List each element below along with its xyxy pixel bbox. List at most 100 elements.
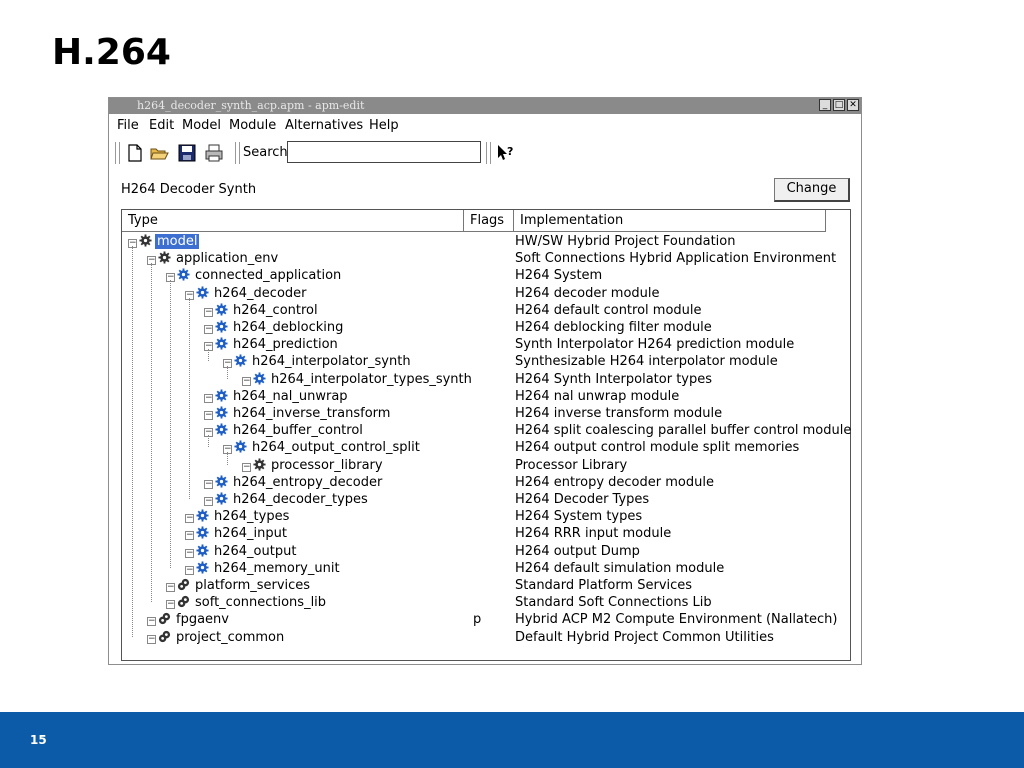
tree-node[interactable]: −h264_decoder [185, 285, 309, 302]
tree-node[interactable]: −h264_deblocking [204, 319, 345, 336]
menu-help[interactable]: Help [369, 118, 399, 133]
collapse-toggle-icon[interactable]: − [185, 530, 194, 541]
collapse-toggle-icon[interactable]: − [204, 324, 213, 334]
context-help-icon[interactable]: ? [495, 143, 515, 163]
menu-file[interactable]: File [117, 118, 139, 133]
collapse-toggle-icon[interactable]: − [185, 513, 194, 524]
save-disk-icon[interactable] [177, 143, 197, 163]
tree-node-label: h264_interpolator_synth [252, 354, 411, 370]
project-label: H264 Decoder Synth [121, 182, 257, 197]
tree-row-implementation: Standard Soft Connections Lib [515, 595, 712, 611]
window-titlebar[interactable]: h264_decoder_synth_acp.apm - apm-edit _ … [109, 98, 861, 114]
module-gear-icon [177, 268, 193, 283]
tree-node[interactable]: −h264_memory_unit [185, 560, 342, 577]
minimize-button[interactable]: _ [819, 99, 831, 111]
tree-node[interactable]: −h264_decoder_types [204, 491, 370, 508]
close-button[interactable]: ✕ [847, 99, 859, 111]
module-gear-icon [234, 440, 250, 455]
menu-alternatives[interactable]: Alternatives [285, 118, 364, 133]
tree-node[interactable]: −h264_input [185, 525, 289, 542]
collapse-toggle-icon[interactable]: − [204, 496, 213, 506]
tree-row-implementation: Hybrid ACP M2 Compute Environment (Nalla… [515, 612, 838, 628]
new-file-icon[interactable] [125, 143, 145, 163]
toolbar-grip-help[interactable] [486, 142, 491, 164]
tree-row-implementation: H264 Decoder Types [515, 492, 650, 507]
tree-row[interactable]: −soft_connections_lib Standard Soft Conne… [122, 594, 850, 611]
column-header-type[interactable]: Type [122, 210, 464, 232]
tree-node[interactable]: −connected_application [166, 267, 343, 284]
tree-node[interactable]: −h264_control [204, 302, 320, 319]
collapse-toggle-icon[interactable]: − [204, 392, 213, 403]
toolbar-grip[interactable] [115, 142, 120, 164]
module-gear-icon [196, 509, 212, 524]
menu-edit[interactable]: Edit [149, 118, 175, 133]
tree-node[interactable]: −fpgaenv [147, 611, 231, 628]
collapse-toggle-icon[interactable]: − [204, 410, 213, 420]
collapse-toggle-icon[interactable]: − [185, 564, 194, 575]
module-gear-icon [253, 458, 269, 473]
menu-model[interactable]: Model [182, 118, 222, 133]
column-header-implementation[interactable]: Implementation [514, 210, 826, 232]
column-header-flags[interactable]: Flags [464, 210, 514, 232]
collapse-toggle-icon[interactable]: − [185, 547, 194, 558]
collapse-toggle-icon[interactable]: − [242, 375, 251, 386]
collapse-toggle-icon[interactable]: − [166, 582, 175, 592]
collapse-toggle-icon[interactable]: − [204, 306, 213, 317]
tree-node[interactable]: −project_common [147, 629, 286, 646]
search-label: Search [243, 145, 288, 160]
tree-node[interactable]: −processor_library [242, 457, 385, 474]
maximize-button[interactable]: □ [833, 99, 845, 111]
open-folder-icon[interactable] [149, 143, 169, 163]
tree-node[interactable]: −h264_output [185, 543, 298, 560]
collapse-toggle-icon[interactable]: − [204, 478, 213, 489]
collapse-toggle-icon[interactable]: − [242, 461, 251, 472]
collapse-toggle-icon[interactable]: − [147, 616, 156, 627]
menu-bar: File Edit Model Module Alternatives Help [109, 116, 861, 136]
toolbar-grip-search[interactable] [235, 142, 240, 164]
tree-node[interactable]: −soft_connections_lib [166, 594, 328, 611]
tree-node[interactable]: −h264_nal_unwrap [204, 388, 350, 405]
tree-node[interactable]: −h264_output_control_split [223, 439, 422, 456]
tree-node[interactable]: −h264_prediction [204, 336, 340, 353]
tree-node[interactable]: −application_env [147, 250, 280, 267]
collapse-toggle-icon[interactable]: − [166, 599, 175, 610]
menu-module[interactable]: Module [229, 118, 277, 133]
tree-node[interactable]: −h264_entropy_decoder [204, 474, 384, 491]
module-gear-icon [215, 389, 231, 404]
tree-node[interactable]: −platform_services [166, 577, 312, 594]
tree-node[interactable]: −h264_interpolator_synth [223, 353, 413, 370]
tree-row[interactable]: −h264_decoder_types H264 Decoder Types [122, 491, 850, 508]
print-icon[interactable] [204, 143, 224, 163]
tree-node[interactable]: −model [128, 233, 200, 250]
tree-node[interactable]: −h264_types [185, 508, 291, 525]
tree-node[interactable]: −h264_inverse_transform [204, 405, 392, 422]
collapse-toggle-icon[interactable]: − [147, 633, 156, 644]
tree-node[interactable]: −h264_interpolator_types_synth [242, 371, 474, 388]
tree-node[interactable]: −h264_buffer_control [204, 422, 365, 439]
module-gear-icon [215, 475, 231, 490]
change-button[interactable]: Change [774, 178, 850, 202]
search-input[interactable] [287, 141, 481, 163]
